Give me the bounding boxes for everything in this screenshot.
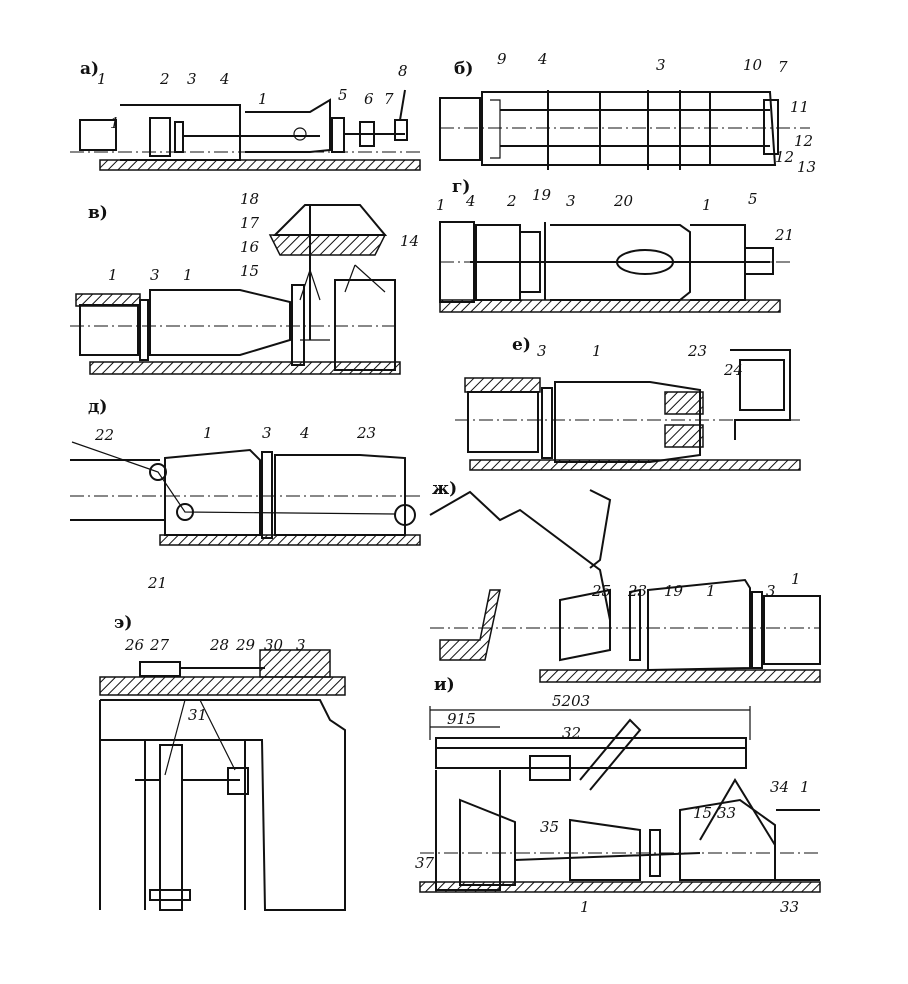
callout-b-7: 7: [778, 58, 788, 76]
callout-v-17: 17: [240, 214, 260, 232]
callout-g-1: 1: [436, 196, 446, 214]
panel-zh: ж) 25 23 19 1 3 1: [429, 479, 821, 683]
callout-a-1b: 1: [110, 114, 120, 132]
panel-eh-label: э): [114, 613, 132, 633]
callout-eh-31: 31: [188, 706, 207, 724]
callout-i-32: 32: [562, 724, 581, 742]
callout-v-18: 18: [240, 190, 259, 208]
callout-d-21: 21: [147, 574, 167, 592]
callout-i-15: 15: [693, 804, 712, 822]
panel-a-label: а): [80, 59, 99, 79]
panel-e: е) 3 1 23 24: [455, 335, 801, 471]
callout-g-21: 21: [774, 226, 794, 244]
callout-zh-1: 1: [706, 582, 716, 600]
callout-eh-29: 29: [235, 636, 256, 654]
callout-d-4: 4: [299, 424, 310, 442]
callout-e-24: 24: [723, 361, 743, 379]
callout-v-14: 14: [400, 232, 419, 250]
callout-i-33: 33: [717, 804, 736, 822]
callout-b-12: 12: [794, 132, 813, 150]
callout-b-3: 3: [656, 56, 666, 74]
callout-g-2: 2: [506, 192, 517, 210]
callout-eh-28: 28: [209, 636, 229, 654]
panel-zh-label: ж): [432, 479, 457, 499]
callout-d-22: 22: [94, 426, 114, 444]
panel-i: и) 5203 915 32 15 33 34 1 35 37 33 1: [415, 675, 821, 916]
callout-g-1b: 1: [702, 196, 712, 214]
callout-i-37: 37: [415, 854, 435, 872]
callout-v-16: 16: [240, 238, 260, 256]
callout-e-23: 23: [687, 342, 707, 360]
callout-i-35: 35: [540, 818, 559, 836]
callout-v-1b: 1: [183, 266, 193, 284]
panel-d: д) 22 1 3 4 23 21: [70, 397, 421, 592]
callout-g-3: 3: [566, 192, 576, 210]
callout-zh-23: 23: [627, 582, 647, 600]
callout-a-1c: 1: [258, 90, 268, 108]
callout-b-4: 4: [537, 50, 548, 68]
callout-eh-27: 27: [149, 636, 170, 654]
callout-a-6: 6: [364, 90, 374, 108]
panel-g-label: г): [452, 177, 470, 197]
callout-b-9: 9: [497, 50, 507, 68]
callout-eh-3: 3: [296, 636, 306, 654]
callout-a-7: 7: [384, 90, 394, 108]
callout-d-23: 23: [356, 424, 376, 442]
callout-b-11: 11: [790, 98, 809, 116]
panel-a: а) 1 1 2 3 4 1 5 6 7 8: [70, 59, 421, 171]
callout-e-1: 1: [592, 342, 602, 360]
panel-g: г) 1 4 2 19 3 20 1 5 21: [436, 177, 794, 313]
callout-g-20: 20: [613, 192, 634, 210]
panel-d-label: д): [88, 397, 107, 417]
panel-e-label: е): [512, 335, 531, 355]
callout-i-34: 34: [770, 778, 789, 796]
callout-a-8: 8: [398, 62, 408, 80]
panel-b-label: б): [454, 59, 473, 79]
callout-zh-3: 3: [766, 582, 776, 600]
callout-v-3: 3: [150, 266, 160, 284]
callout-zh-25: 25: [591, 582, 611, 600]
callout-a-3: 3: [187, 70, 197, 88]
callout-a-1: 1: [97, 70, 107, 88]
panel-v: в) 18 17 16 14 15 1 3 1: [70, 190, 419, 375]
callout-v-15: 15: [240, 262, 259, 280]
panel-eh: э) 26 27 28 29 30 3 31: [99, 613, 346, 911]
callout-i-1b: 1: [580, 898, 590, 916]
dimension-part: 915: [447, 710, 476, 728]
callout-g-4: 4: [465, 192, 476, 210]
callout-v-1: 1: [108, 266, 118, 284]
callout-i-33b: 33: [780, 898, 799, 916]
dimension-total: 5203: [552, 692, 590, 710]
callout-b-12b: 12: [775, 148, 794, 166]
callout-b-13: 13: [797, 158, 816, 176]
callout-i-1: 1: [800, 778, 810, 796]
panel-v-label: в): [88, 203, 108, 223]
callout-g-5: 5: [748, 190, 758, 208]
callout-g-19: 19: [532, 186, 552, 204]
callout-d-1: 1: [203, 424, 213, 442]
callout-zh-19: 19: [664, 582, 684, 600]
callout-eh-30: 30: [264, 636, 284, 654]
callout-eh-26: 26: [124, 636, 145, 654]
panel-i-label: и): [434, 675, 455, 695]
callout-e-3: 3: [537, 342, 547, 360]
panel-b: б) 9 4 3 10 7 11 12 12 13: [439, 50, 816, 176]
callout-zh-1b: 1: [791, 570, 801, 588]
callout-a-5: 5: [338, 86, 348, 104]
callout-a-2: 2: [159, 70, 170, 88]
callout-d-3: 3: [262, 424, 272, 442]
callout-a-4: 4: [219, 70, 230, 88]
callout-b-10: 10: [743, 56, 763, 74]
